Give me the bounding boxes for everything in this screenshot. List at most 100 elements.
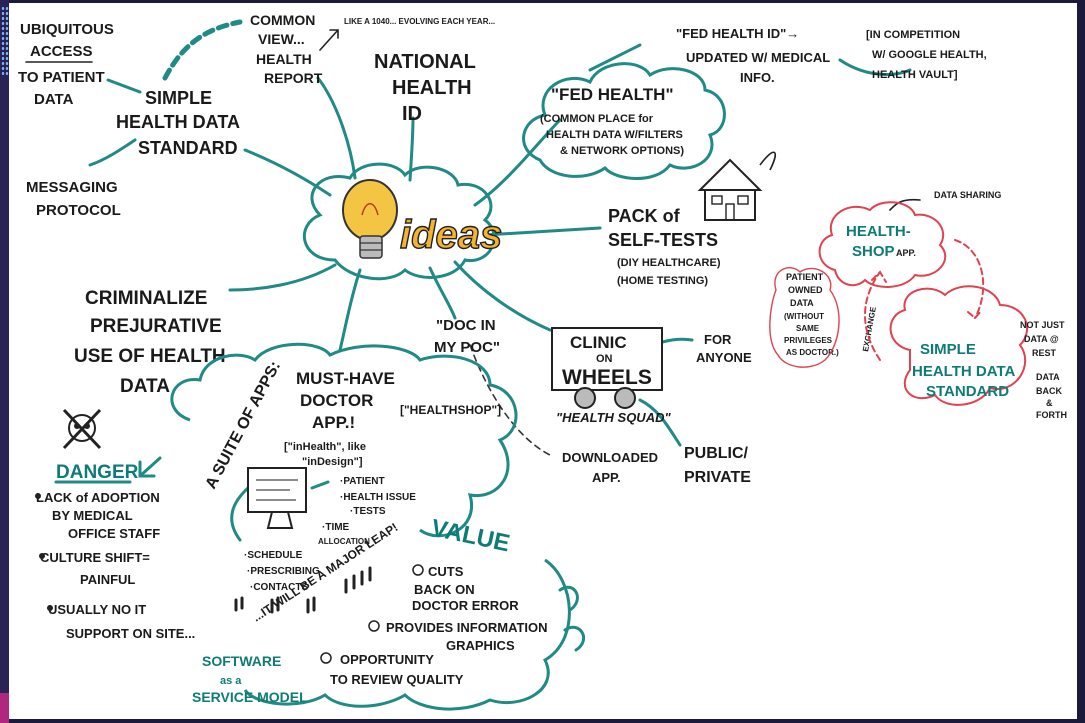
text-line: GRAPHICS xyxy=(446,638,515,653)
node-inhealth: ["inHealth", like "inDesign"] xyxy=(284,441,366,468)
text-line: SIMPLE xyxy=(145,88,212,108)
text-line: BACK ON xyxy=(414,582,475,597)
text-line: COMMON xyxy=(250,12,315,28)
text-line: CULTURE SHIFT= xyxy=(40,550,150,565)
text-line: TO PATIENT xyxy=(18,69,105,86)
text-line: (WITHOUT xyxy=(784,312,824,321)
text-line: CRIMINALIZE xyxy=(85,288,207,309)
text-line: SIMPLE xyxy=(920,341,976,358)
text-line: CLINIC xyxy=(570,333,627,352)
text-line: DATA xyxy=(790,298,814,308)
text-line: MUST-HAVE xyxy=(296,369,395,388)
text-line: "DOC IN xyxy=(436,317,496,334)
node-competition: [IN COMPETITION W/ GOOGLE HEALTH, HEALTH… xyxy=(866,29,987,81)
computer-icon xyxy=(247,467,330,529)
whiteboard-canvas xyxy=(9,3,1077,719)
text-line: APP. xyxy=(592,470,621,485)
frame-accent-bar xyxy=(0,0,9,723)
text-line: HEALTH DATA W/FILTERS xyxy=(546,129,683,141)
text-line: PAINFUL xyxy=(80,572,135,587)
text-line: ON xyxy=(596,353,613,365)
text-line: HEALTH xyxy=(256,51,312,67)
node-clinic-on-wheels: CLINIC ON WHEELS "HEALTH SQUAD" xyxy=(551,327,671,425)
text-line: ANYONE xyxy=(696,350,752,365)
text-line: (COMMON PLACE for xyxy=(540,113,654,125)
lightbulb-icon xyxy=(342,179,398,259)
text-line: LACK of ADOPTION xyxy=(36,490,160,505)
text-line: INFO. xyxy=(740,70,775,85)
text-line: NATIONAL xyxy=(374,51,476,73)
node-fed-health: "FED HEALTH" (COMMON PLACE for HEALTH DA… xyxy=(522,62,726,180)
text-line: UBIQUITOUS xyxy=(20,21,114,38)
center-label: ideas xyxy=(400,213,502,257)
text-line: & NETWORK OPTIONS) xyxy=(560,145,684,157)
text-line: USE OF HEALTH xyxy=(74,346,226,367)
text-line: OPPORTUNITY xyxy=(340,652,434,667)
frame-dot-pattern xyxy=(1,6,9,76)
node-schedule: ·SCHEDULE ·PRESCRIBING ·CONTACTS xyxy=(244,550,320,593)
text-line: AS DOCTOR.) xyxy=(786,348,839,357)
text-line: "FED HEALTH" xyxy=(551,85,674,104)
value-title: VALUE xyxy=(429,514,512,557)
text-line: BY MEDICAL xyxy=(52,508,133,523)
text-line: PATIENT xyxy=(786,272,824,282)
frame-corner-accent xyxy=(0,693,9,723)
value-section: VALUE CUTS BACK ON DOCTOR ERROR PROVIDES… xyxy=(320,514,548,687)
text-line: STANDARD xyxy=(926,383,1009,400)
text-line: SOFTWARE xyxy=(202,653,281,669)
node-public-private: PUBLIC/ PRIVATE xyxy=(684,445,751,486)
text-line: HEALTH DATA xyxy=(912,363,1015,380)
text-line: BACK xyxy=(1036,386,1062,396)
text-line: ·PATIENT xyxy=(340,476,385,487)
text-line: ·TESTS xyxy=(350,506,386,517)
node-for-anyone: FOR ANYONE xyxy=(696,332,752,365)
text-line: PROTOCOL xyxy=(36,202,121,219)
text-line: ID xyxy=(402,103,422,125)
node-downloaded-app: DOWNLOADED APP. xyxy=(562,450,658,485)
text-line: (HOME TESTING) xyxy=(617,275,708,287)
text-line: as a xyxy=(220,675,242,687)
node-ubiquitous-access: UBIQUITOUS ACCESS TO PATIENT DATA xyxy=(18,21,114,108)
text-line: TO REVIEW QUALITY xyxy=(330,672,464,687)
text-line: (DIY HEALTHCARE) xyxy=(617,257,721,269)
text-line: ·SCHEDULE xyxy=(244,550,303,561)
text-line: APP. xyxy=(896,248,916,258)
text-line: PACK of xyxy=(608,206,681,226)
node-national-health-id: NATIONAL HEALTH ID xyxy=(374,51,476,125)
danger-section: DANGER LACK of ADOPTION BY MEDICAL OFFIC… xyxy=(35,456,195,641)
text-line: NOT JUST xyxy=(1020,320,1065,330)
red-cluster: DATA SHARING HEALTH- SHOP APP. SIMPLE HE… xyxy=(769,190,1067,420)
node-messaging-protocol: MESSAGING PROTOCOL xyxy=(26,179,121,219)
node-healthshop: ["HEALTHSHOP"] xyxy=(400,403,501,417)
node-app-features: ·PATIENT ·HEALTH ISSUE ·TESTS ·TIME ALLO… xyxy=(318,476,416,546)
node-criminalize: CRIMINALIZE PREJURATIVE USE OF HEALTH DA… xyxy=(74,288,226,397)
text-line: PRIVILEGES xyxy=(784,336,833,345)
text-line: W/ GOOGLE HEALTH, xyxy=(872,49,987,61)
text-line: DATA xyxy=(120,376,170,397)
text-line: PRIVATE xyxy=(684,469,751,486)
text-line: MESSAGING xyxy=(26,179,118,196)
ideas-cloud: ideas xyxy=(302,162,503,281)
text-line: DATA xyxy=(34,91,74,108)
text-line: FOR xyxy=(704,332,732,347)
text-line: ·PRESCRIBING xyxy=(247,566,320,577)
text-line: SUPPORT ON SITE... xyxy=(66,626,195,641)
text-line: HEALTH- xyxy=(846,223,911,240)
text-line: HEALTH DATA xyxy=(116,112,240,132)
flower-bullet-icon xyxy=(320,564,424,664)
node-must-have-app: MUST-HAVE DOCTOR APP.! xyxy=(296,369,395,432)
text-line: APP.! xyxy=(312,413,355,432)
text-line: DOCTOR ERROR xyxy=(412,598,519,613)
text-line: HEALTH VAULT] xyxy=(872,69,958,81)
text-line: DOWNLOADED xyxy=(562,450,658,465)
emphasis-marks xyxy=(234,566,372,614)
like-1040-note: LIKE A 1040... EVOLVING EACH YEAR... xyxy=(344,17,495,26)
text-line: SERVICE MODEL xyxy=(192,689,308,705)
text-line: ALLOCATION xyxy=(318,537,370,546)
text-line: ACCESS xyxy=(30,43,93,60)
text-line: REST xyxy=(1032,348,1057,358)
text-line: PROVIDES INFORMATION xyxy=(386,620,548,635)
text-line: DOCTOR xyxy=(300,391,373,410)
